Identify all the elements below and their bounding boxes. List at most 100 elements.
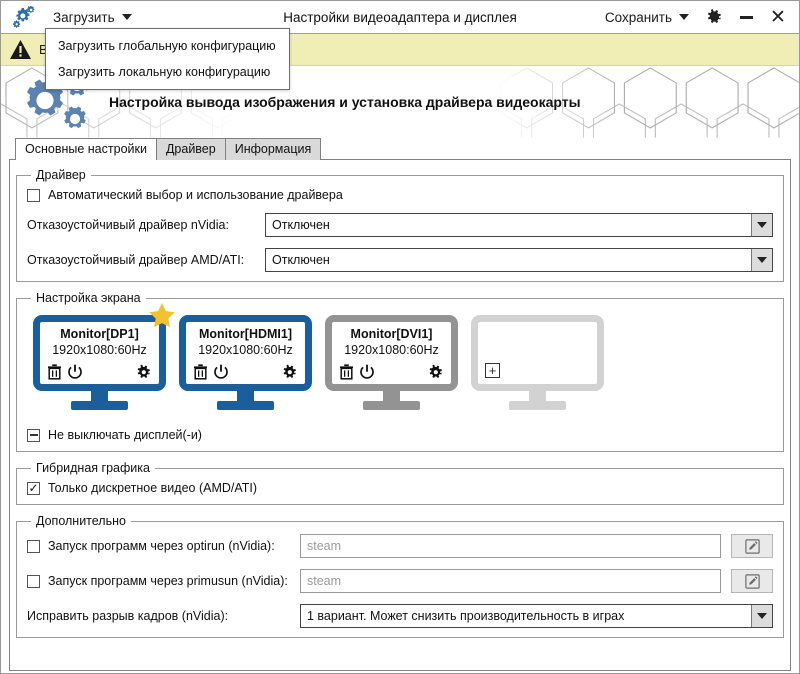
monitor-base bbox=[217, 401, 274, 410]
monitor-card[interactable]: Monitor[HDMI1] 1920x1080:60Hz bbox=[179, 315, 312, 410]
optirun-edit-button[interactable] bbox=[731, 534, 773, 558]
advanced-group-legend: Дополнительно bbox=[36, 514, 126, 528]
monitor-actions bbox=[339, 364, 444, 380]
warning-triangle-icon bbox=[10, 40, 31, 59]
pencil-icon bbox=[744, 573, 760, 589]
gears-app-icon bbox=[7, 3, 41, 31]
close-icon: ✕ bbox=[770, 6, 786, 28]
nvidia-fallback-row: Отказоустойчивый драйвер nVidia: Отключе… bbox=[27, 213, 773, 237]
hybrid-graphics-group: Гибридная графика ✓ Только дискретное ви… bbox=[16, 461, 784, 505]
chevron-down-icon[interactable] bbox=[751, 249, 772, 271]
auto-driver-label: Автоматический выбор и использование дра… bbox=[48, 188, 343, 202]
amd-fallback-select[interactable]: Отключен bbox=[265, 248, 773, 272]
discrete-only-row: ✓ Только дискретное видео (AMD/ATI) bbox=[27, 481, 773, 495]
tearfree-select[interactable]: 1 вариант. Может снизить производительно… bbox=[300, 604, 773, 628]
tab-main-settings[interactable]: Основные настройки bbox=[15, 138, 157, 160]
checkbox-box[interactable]: ✓ bbox=[27, 481, 40, 495]
primusrun-checkbox[interactable]: ✓ Запуск программ через primusun (nVidia… bbox=[27, 574, 290, 588]
close-button[interactable]: ✕ bbox=[763, 3, 793, 31]
menu-item-load-local[interactable]: Загрузить локальную конфигурацию bbox=[58, 65, 271, 79]
monitor-resolution: 1920x1080:60Hz bbox=[52, 343, 147, 357]
driver-group: Драйвер ✓ Автоматический выбор и использ… bbox=[16, 168, 784, 282]
power-icon[interactable] bbox=[67, 364, 83, 380]
monitor-list: Monitor[DP1] 1920x1080:60Hz bbox=[27, 303, 773, 414]
monitor-stand bbox=[237, 391, 254, 401]
chevron-down-icon bbox=[121, 14, 132, 20]
tearfree-value: 1 вариант. Может снизить производительно… bbox=[307, 609, 625, 623]
monitor-resolution: 1920x1080:60Hz bbox=[344, 343, 439, 357]
monitor-dp1[interactable]: Monitor[DP1] 1920x1080:60Hz bbox=[33, 315, 166, 410]
trash-icon[interactable] bbox=[193, 364, 208, 380]
driver-group-legend: Драйвер bbox=[36, 168, 86, 182]
keep-display-on-row: ✓ Не выключать дисплей(-и) bbox=[27, 428, 773, 442]
tab-bar: Основные настройки Драйвер Информация bbox=[1, 138, 799, 160]
trash-icon[interactable] bbox=[47, 364, 62, 380]
tearfree-row: Исправить разрыв кадров (nVidia): 1 вари… bbox=[27, 604, 773, 628]
optirun-input[interactable] bbox=[300, 534, 721, 558]
tab-information[interactable]: Информация bbox=[224, 138, 322, 160]
load-dropdown-menu[interactable]: Загрузить глобальную конфигурацию Загруз… bbox=[45, 28, 290, 90]
monitor-name: Monitor[DVI1] bbox=[350, 327, 433, 341]
nvidia-fallback-select[interactable]: Отключен bbox=[265, 213, 773, 237]
monitor-add-slot[interactable]: + bbox=[471, 315, 604, 410]
primusrun-input[interactable] bbox=[300, 569, 721, 593]
power-icon[interactable] bbox=[359, 364, 375, 380]
monitor-stand bbox=[383, 391, 400, 401]
monitor-resolution: 1920x1080:60Hz bbox=[198, 343, 293, 357]
primusrun-edit-button[interactable] bbox=[731, 569, 773, 593]
plus-box-icon[interactable]: + bbox=[485, 363, 500, 378]
nvidia-fallback-label: Отказоустойчивый драйвер nVidia: bbox=[27, 218, 229, 232]
monitor-stand bbox=[91, 391, 108, 401]
monitor-stand bbox=[529, 391, 546, 401]
trash-icon[interactable] bbox=[339, 364, 354, 380]
load-menu-button[interactable]: Загрузить bbox=[45, 4, 140, 30]
monitor-card[interactable]: Monitor[DP1] 1920x1080:60Hz bbox=[33, 303, 175, 410]
power-icon[interactable] bbox=[213, 364, 229, 380]
gear-icon bbox=[708, 9, 721, 23]
optirun-checkbox[interactable]: ✓ Запуск программ через optirun (nVidia)… bbox=[27, 539, 290, 553]
screen-setup-legend: Настройка экрана bbox=[36, 291, 141, 305]
keep-display-on-checkbox[interactable]: ✓ Не выключать дисплей(-и) bbox=[27, 428, 202, 442]
check-icon: ✓ bbox=[28, 481, 39, 495]
nvidia-fallback-value: Отключен bbox=[272, 218, 330, 232]
gear-icon[interactable] bbox=[428, 364, 444, 380]
monitor-hdmi1[interactable]: Monitor[HDMI1] 1920x1080:60Hz bbox=[179, 315, 312, 410]
chevron-down-icon bbox=[679, 14, 689, 20]
warning-text: В bbox=[39, 42, 48, 57]
hybrid-graphics-legend: Гибридная графика bbox=[36, 461, 150, 475]
minimize-button[interactable] bbox=[731, 3, 761, 31]
monitor-card[interactable]: Monitor[DVI1] 1920x1080:60Hz bbox=[325, 315, 458, 410]
save-menu-label: Сохранить bbox=[604, 9, 672, 25]
discrete-only-checkbox[interactable]: ✓ Только дискретное видео (AMD/ATI) bbox=[27, 481, 257, 495]
chevron-down-icon[interactable] bbox=[751, 605, 772, 627]
amd-fallback-value: Отключен bbox=[272, 253, 330, 267]
minimize-icon bbox=[739, 15, 753, 19]
monitor-name: Monitor[HDMI1] bbox=[198, 327, 293, 341]
gear-icon[interactable] bbox=[136, 364, 152, 380]
dash-icon bbox=[29, 434, 38, 436]
pencil-icon bbox=[744, 538, 760, 554]
monitor-card-empty[interactable]: + bbox=[471, 315, 604, 410]
main-settings-panel: Драйвер ✓ Автоматический выбор и использ… bbox=[9, 159, 791, 671]
auto-driver-row: ✓ Автоматический выбор и использование д… bbox=[27, 188, 773, 202]
amd-fallback-label: Отказоустойчивый драйвер AMD/ATI: bbox=[27, 253, 245, 267]
save-menu-button[interactable]: Сохранить bbox=[597, 4, 697, 30]
checkbox-box[interactable]: ✓ bbox=[27, 574, 40, 588]
monitor-base bbox=[363, 401, 420, 410]
discrete-only-label: Только дискретное видео (AMD/ATI) bbox=[48, 481, 258, 495]
chevron-down-icon[interactable] bbox=[751, 214, 772, 236]
title-bar-actions: Сохранить ✕ bbox=[593, 3, 799, 31]
tab-driver[interactable]: Драйвер bbox=[155, 138, 226, 160]
load-menu-label: Загрузить bbox=[53, 9, 115, 25]
hero-title: Настройка вывода изображения и установка… bbox=[109, 94, 581, 110]
menu-item-load-global[interactable]: Загрузить глобальную конфигурацию bbox=[58, 39, 276, 53]
settings-gear-button[interactable] bbox=[699, 3, 729, 31]
monitor-dvi1[interactable]: Monitor[DVI1] 1920x1080:60Hz bbox=[325, 315, 458, 410]
optirun-row: ✓ Запуск программ через optirun (nVidia)… bbox=[27, 534, 773, 558]
monitor-actions bbox=[47, 364, 152, 380]
gear-icon[interactable] bbox=[282, 364, 298, 380]
checkbox-box[interactable]: ✓ bbox=[27, 428, 40, 442]
auto-driver-checkbox[interactable]: ✓ Автоматический выбор и использование д… bbox=[27, 188, 343, 202]
checkbox-box[interactable]: ✓ bbox=[27, 188, 40, 202]
checkbox-box[interactable]: ✓ bbox=[27, 539, 40, 553]
